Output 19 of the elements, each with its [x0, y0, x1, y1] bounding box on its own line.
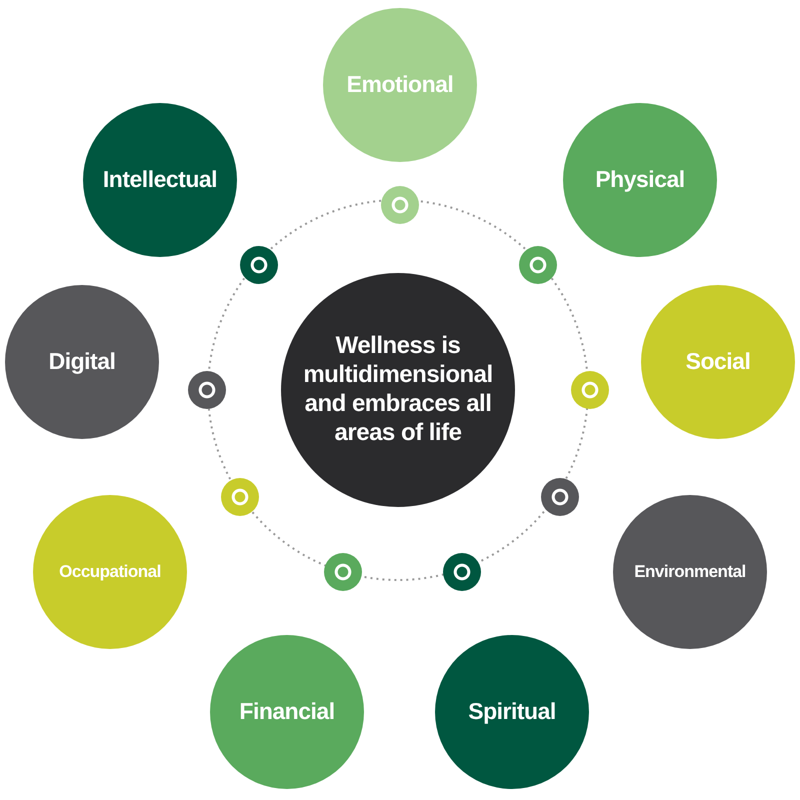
dimension-label: Intellectual: [102, 166, 218, 194]
ring-marker: [381, 186, 419, 224]
ring-marker: [221, 478, 259, 516]
ring-marker: [571, 371, 609, 409]
dimension-label: Emotional: [346, 71, 454, 99]
dimension-label: Digital: [48, 348, 116, 376]
ring-marker: [188, 371, 226, 409]
dimension-label: Spiritual: [468, 698, 556, 726]
dimension-label: Occupational: [59, 562, 161, 582]
ring-marker: [443, 553, 481, 591]
dimension-label: Financial: [239, 698, 335, 726]
ring-marker: [519, 246, 557, 284]
ring-marker: [324, 553, 362, 591]
ring-marker: [240, 246, 278, 284]
dimension-label: Physical: [595, 166, 685, 194]
dimension-label: Social: [686, 348, 750, 376]
center-text: Wellness is multidimensional and embraces all areas of life: [302, 332, 494, 448]
ring-marker: [541, 478, 579, 516]
dimension-label: Environmental: [634, 562, 746, 582]
